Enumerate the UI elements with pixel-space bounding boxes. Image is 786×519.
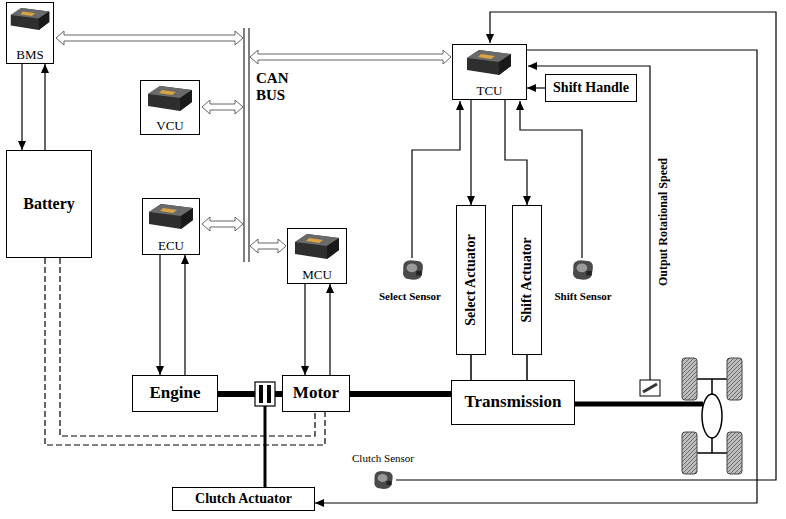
bus-line [248, 28, 250, 262]
differential [702, 394, 722, 438]
connector-line [44, 64, 45, 150]
controller-box: MCU [287, 228, 347, 284]
connector-line [159, 255, 160, 375]
node-label: TCU [477, 84, 503, 98]
controller-icon [467, 50, 511, 75]
node-label: BMS [16, 48, 43, 62]
node-label: ECU [158, 239, 184, 253]
connector-line [184, 255, 185, 375]
connector-line [470, 355, 472, 380]
node-label: Shift Actuator [519, 237, 535, 322]
clutch-sensor-icon [374, 471, 392, 489]
node-label: MCU [302, 268, 332, 282]
signal-arrow [45, 64, 46, 150]
bus-arrow [250, 239, 286, 253]
actuator-box: Shift Actuator [512, 205, 542, 355]
connector-line [526, 355, 528, 380]
node-label: Shift Handle [553, 80, 629, 95]
connector-line [304, 284, 305, 375]
bus-line [243, 28, 245, 262]
signal-label: Output Rotational Speed [657, 158, 670, 286]
bus-arrow [202, 100, 243, 114]
signal-arrow [185, 255, 186, 375]
sensor-wires [396, 12, 776, 480]
node-label: Transmission [465, 393, 562, 412]
signal-arrow [315, 50, 757, 503]
wheel [727, 432, 742, 474]
engine-box: Engine [132, 375, 218, 412]
sensor-label: Select Sensor [360, 290, 460, 302]
controller-box: TCU [452, 44, 527, 100]
connector-line [315, 50, 757, 503]
node-label: Battery [23, 195, 75, 213]
clutch [255, 382, 275, 487]
connector-line [329, 284, 330, 375]
signal-arrow [527, 355, 528, 380]
battery-box: Battery [6, 150, 92, 258]
clutch-housing [255, 382, 275, 406]
output-shaft [575, 402, 703, 407]
shift-sensor-icon [573, 260, 593, 280]
signal-arrow [527, 88, 545, 89]
signal-arrow [330, 284, 331, 375]
signal-arrow [22, 64, 23, 150]
connector-line [470, 100, 471, 205]
controller-box: VCU [140, 80, 200, 135]
connector-line [350, 391, 451, 397]
connector-line [60, 258, 315, 436]
connector-line [45, 258, 325, 445]
node-label: Clutch Actuator [195, 491, 292, 506]
motor-box: Motor [282, 375, 350, 412]
signal-arrow [505, 100, 527, 205]
wheel [727, 358, 742, 400]
controller-icon [11, 8, 50, 30]
node-label: Select Actuator [463, 234, 479, 325]
clutch-plate [267, 385, 271, 403]
connector-line [21, 64, 22, 150]
speed-sensor-body [640, 380, 660, 396]
node-label: Engine [149, 384, 200, 403]
transmission-box: Transmission [451, 380, 575, 425]
clutch-plate [259, 385, 263, 403]
signal-arrow [471, 100, 472, 205]
signal-arrow [305, 284, 306, 375]
node-label: Motor [293, 384, 339, 403]
actuator-box: Clutch Actuator [172, 487, 315, 511]
signal-arrow [471, 355, 472, 380]
can-double-arrows [56, 31, 451, 253]
sensor-label: Shift Sensor [533, 290, 633, 302]
signal-arrow [160, 255, 161, 375]
node-label: VCU [156, 119, 183, 133]
power-line [45, 258, 325, 445]
drive-shaft [350, 394, 451, 395]
can-bus [244, 28, 249, 262]
speed-sensor [640, 380, 660, 396]
input-box: Shift Handle [545, 74, 637, 102]
controller-icon [148, 86, 192, 111]
bus-label: CAN BUS [256, 70, 300, 103]
speed-sensor-probe [643, 384, 657, 392]
bus-arrow [202, 217, 243, 231]
driveline [575, 358, 742, 474]
bus-arrow [56, 31, 243, 45]
actuator-box: Select Actuator [456, 205, 486, 355]
connector-line [505, 100, 527, 205]
sensor-label: Clutch Sensor [338, 452, 428, 464]
controller-icon [295, 234, 339, 259]
select-sensor-icon [403, 260, 423, 280]
sensor-wire [412, 101, 460, 258]
controller-box: ECU [142, 198, 200, 255]
clutch-rod [264, 406, 267, 487]
bus-arrow [250, 50, 451, 64]
wheel [682, 358, 697, 400]
sensor-wire [396, 12, 776, 480]
sensor-wire [528, 66, 650, 380]
connector-line [527, 87, 545, 88]
wheel [682, 432, 697, 474]
controller-icon [149, 204, 193, 229]
controller-box: BMS [6, 2, 54, 64]
